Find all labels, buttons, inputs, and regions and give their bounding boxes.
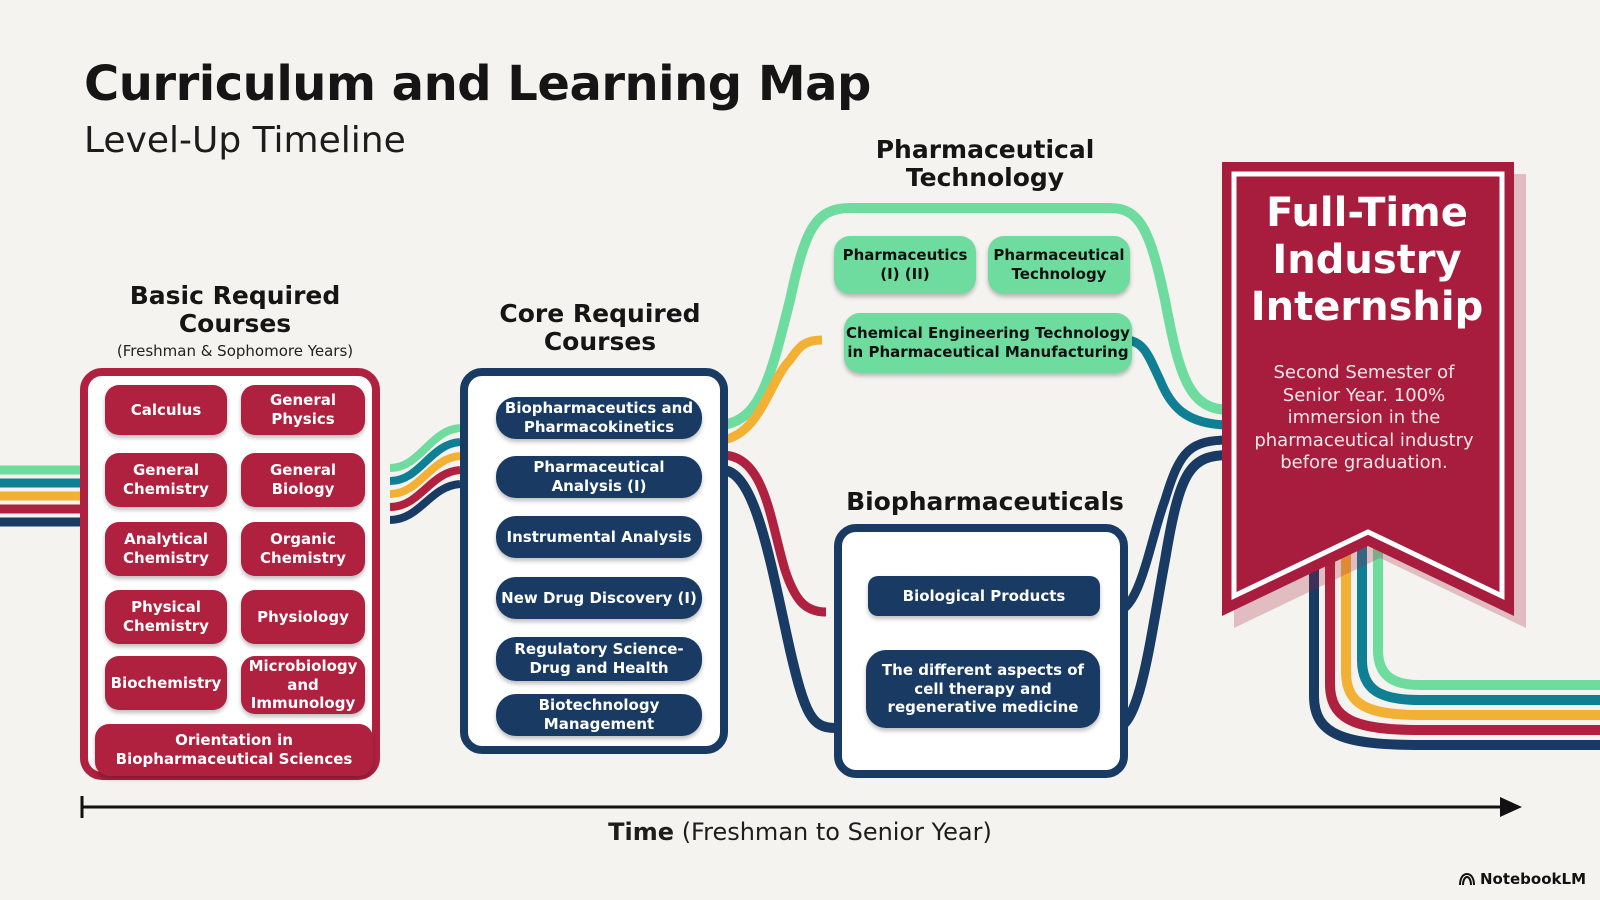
pharm-tech-section-title: Pharmaceutical Technology — [875, 135, 1095, 192]
course-calculus: Calculus — [105, 385, 227, 435]
course-analytical-chemistry: Analytical Chemistry — [105, 522, 227, 576]
navy-route-right — [1113, 450, 1231, 733]
course-pharmaceutics: Pharmaceutics (I) (II) — [834, 236, 976, 294]
course-biochemistry: Biochemistry — [105, 656, 227, 710]
course-microbiology-immunology: Microbiology and Immunology — [241, 656, 365, 714]
incoming-stripes — [0, 465, 80, 527]
internship-description: Second Semester of Senior Year. 100% imm… — [1254, 362, 1474, 473]
course-instrumental-analysis: Instrumental Analysis — [496, 516, 702, 558]
course-cell-therapy-regenerative: The different aspects of cell therapy an… — [866, 650, 1100, 728]
page-title: Curriculum and Learning Map — [84, 56, 871, 112]
outgoing-stripes — [1309, 540, 1600, 750]
basic-section-title: Basic Required Courses — [129, 281, 341, 338]
navy-route-left — [721, 465, 836, 733]
course-new-drug-discovery: New Drug Discovery (I) — [496, 577, 702, 619]
course-physiology: Physiology — [241, 590, 365, 644]
course-regulatory-science: Regulatory Science-Drug and Health — [496, 637, 702, 681]
course-organic-chemistry: Organic Chemistry — [241, 522, 365, 576]
core-section-title: Core Required Courses — [499, 299, 701, 356]
time-axis — [80, 796, 1522, 818]
pharm-tech-route — [721, 203, 1231, 430]
brand-name: NotebookLM — [1479, 870, 1586, 888]
gold-route — [721, 335, 823, 445]
course-orientation: Orientation in Biopharmaceutical Science… — [95, 724, 373, 776]
brand-logo: NotebookLM — [1458, 870, 1586, 888]
time-axis-label-rest: (Freshman to Senior Year) — [674, 818, 992, 846]
time-axis-label-bold: Time — [608, 818, 675, 846]
course-general-biology: General Biology — [241, 453, 365, 507]
course-biological-products: Biological Products — [868, 576, 1100, 616]
internship-banner — [1222, 162, 1526, 628]
course-general-chemistry: General Chemistry — [105, 453, 227, 507]
navy-route-right-2 — [1114, 435, 1231, 617]
course-biotech-management: Biotechnology Management — [496, 694, 702, 736]
course-general-physics: General Physics — [241, 385, 365, 435]
course-chem-eng-pharm-manufacturing: Chemical Engineering Technology in Pharm… — [844, 313, 1132, 373]
basic-core-connectors — [389, 424, 461, 524]
course-physical-chemistry: Physical Chemistry — [105, 590, 227, 644]
notebooklm-icon — [1458, 872, 1475, 886]
course-pharmaceutical-analysis: Pharmaceutical Analysis (I) — [496, 456, 702, 498]
teal-route — [1124, 335, 1231, 430]
course-biopharmaceutics: Biopharmaceutics and Pharmacokinetics — [496, 397, 702, 439]
internship-title: Full-Time Industry Internship — [1250, 190, 1484, 331]
page-subtitle: Level-Up Timeline — [84, 120, 406, 161]
basic-section-note: (Freshman & Sophomore Years) — [116, 342, 354, 360]
red-route — [721, 450, 827, 617]
course-pharmaceutical-technology: Pharmaceutical Technology — [988, 236, 1130, 294]
time-axis-label: Time (Freshman to Senior Year) — [0, 818, 1600, 846]
biopharm-section-title: Biopharmaceuticals — [846, 487, 1124, 516]
